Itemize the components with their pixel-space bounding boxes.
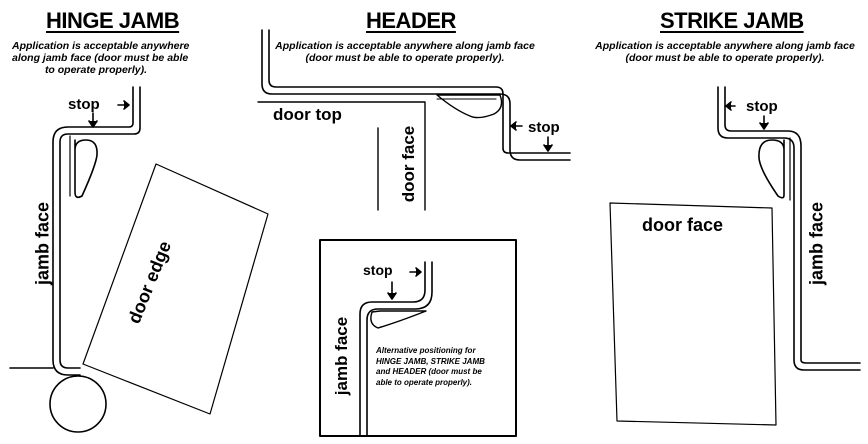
strike-jamb-title: STRIKE JAMB bbox=[660, 8, 804, 33]
alt-note-line: and HEADER (door must be bbox=[376, 367, 482, 376]
alt-jamb-profile bbox=[359, 261, 433, 437]
alt-stop-label: stop bbox=[363, 262, 393, 278]
header-door-outline bbox=[257, 101, 426, 211]
hinge-stop-label: stop bbox=[68, 96, 100, 113]
strike-stop-label: stop bbox=[746, 98, 778, 115]
header-title: HEADER bbox=[366, 8, 456, 33]
header-door-face-label: door face bbox=[399, 125, 418, 203]
strike-note: Application is acceptable anywhere along… bbox=[592, 40, 858, 64]
hinge-note-line: to operate properly). bbox=[44, 64, 148, 76]
hinge-pin-circle bbox=[49, 375, 107, 433]
header-jamb-profile bbox=[261, 29, 571, 161]
alt-note-line: HINGE JAMB, STRIKE JAMB bbox=[376, 356, 485, 366]
strike-note-line: (door must be able to operate properly). bbox=[625, 52, 825, 64]
header-note-line: (door must be able to operate properly). bbox=[305, 52, 505, 64]
hinge-note: Application is acceptable anywhere along… bbox=[12, 40, 190, 76]
hinge-note-line: Application is acceptable anywhere bbox=[12, 40, 190, 52]
hinge-door-outline bbox=[82, 163, 269, 415]
hinge-jamb-title: HINGE JAMB bbox=[46, 8, 180, 33]
header-door-top-label: door top bbox=[273, 105, 342, 124]
header-note: Application is acceptable anywhere along… bbox=[272, 40, 538, 64]
strike-door-outline bbox=[609, 202, 777, 426]
alt-note-line: Alternative positioning for bbox=[376, 346, 476, 355]
hinge-note-line: along jamb face (door must be able bbox=[12, 52, 189, 64]
alt-note: Alternative positioning for HINGE JAMB, … bbox=[376, 346, 485, 388]
hinge-weatherstrip bbox=[74, 139, 98, 199]
strike-door-face-label: door face bbox=[642, 215, 724, 235]
header-note-line: Application is acceptable anywhere along… bbox=[275, 40, 535, 52]
alt-jamb-face-label: jamb face bbox=[332, 316, 351, 396]
header-weatherstrip bbox=[436, 94, 503, 119]
alternative-box bbox=[319, 239, 517, 437]
alt-weatherstrip bbox=[370, 310, 427, 329]
strike-jamb-profile bbox=[717, 86, 861, 371]
strike-weatherstrip bbox=[758, 139, 785, 199]
alt-note-line: able to operate properly). bbox=[376, 377, 473, 387]
strike-jamb-face-label: jamb face bbox=[806, 201, 827, 286]
header-stop-label: stop bbox=[528, 119, 560, 136]
hinge-jamb-profile bbox=[9, 86, 141, 376]
strike-note-line: Application is acceptable anywhere along… bbox=[595, 40, 855, 52]
hinge-jamb-face-label: jamb face bbox=[32, 201, 53, 286]
